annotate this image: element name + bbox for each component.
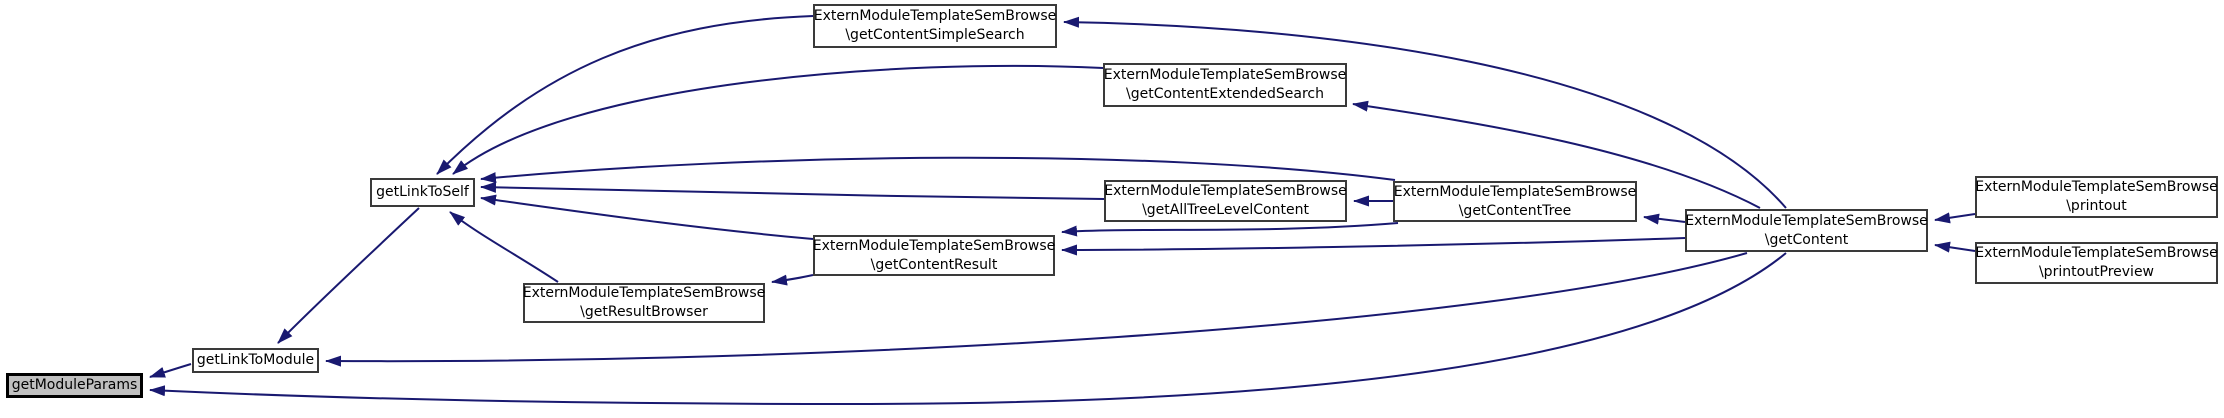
graph-node-label: \getContentSimpleSearch: [845, 27, 1025, 43]
graph-node-getContentResult[interactable]: ExternModuleTemplateSemBrowse \getContent…: [813, 235, 1055, 276]
graph-node-label: \printoutPreview: [2038, 264, 2155, 280]
call-edge-getResultBrowser-to-getLinkToSelf: [449, 211, 559, 283]
call-edge-getContent-to-getContentExtendedSearch: [1352, 100, 1761, 209]
call-edge-getContent-to-getContentResult: [1061, 237, 1686, 256]
call-edge-getContent-to-getContentSimpleSearch: [1063, 16, 1787, 209]
graph-node-label: ExternModuleTemplateSemBrowse: [813, 8, 1057, 24]
call-edge-printout-to-getContent: [1934, 212, 1976, 224]
graph-node-label: \getContentResult: [870, 256, 998, 273]
call-edge-getContentTree-to-getContentResult: [1061, 222, 1399, 237]
graph-node-label: \getContentExtendedSearch: [1126, 86, 1324, 102]
graph-node-label: \printout: [2066, 198, 2127, 214]
call-edge-getContent-to-getLinkToModule: [325, 252, 1748, 367]
graph-node-getContentSimpleSearch[interactable]: ExternModuleTemplateSemBrowse \getContent…: [813, 4, 1057, 48]
graph-node-label: getModuleParams: [11, 377, 138, 393]
graph-node-getAllTreeLevelContent[interactable]: ExternModuleTemplateSemBrowse \getAllTree…: [1104, 180, 1347, 222]
graph-node-getContentExtendedSearch[interactable]: ExternModuleTemplateSemBrowse \getContent…: [1103, 63, 1347, 107]
graph-node-label: ExternModuleTemplateSemBrowse: [812, 237, 1056, 254]
call-edge-getContentTree-to-getLinkToSelf: [480, 156, 1396, 184]
graph-node-label: \getAllTreeLevelContent: [1142, 202, 1309, 218]
call-edge-getContentResult-to-getResultBrowser: [771, 274, 814, 286]
call-edge-getContentResult-to-getLinkToSelf: [480, 194, 814, 240]
call-edge-getContent-to-getContentTree: [1643, 213, 1686, 225]
graph-node-label: ExternModuleTemplateSemBrowse: [1103, 67, 1347, 83]
graph-node-label: \getContentTree: [1458, 202, 1572, 219]
call-edge-getContent-to-getModuleParams: [149, 252, 1787, 406]
call-edge-getLinkToSelf-to-getLinkToModule: [277, 207, 420, 344]
graph-node-getLinkToSelf[interactable]: getLinkToSelf: [370, 178, 475, 207]
graph-node-label: ExternModuleTemplateSemBrowse: [1975, 245, 2218, 261]
graph-node-getModuleParams: getModuleParams: [6, 373, 143, 398]
graph-node-printout[interactable]: ExternModuleTemplateSemBrowse \printout: [1975, 176, 2218, 218]
graph-node-getContentTree[interactable]: ExternModuleTemplateSemBrowse \getContent…: [1393, 181, 1637, 222]
graph-node-label: getLinkToSelf: [376, 184, 469, 200]
call-edge-getAllTreeLevelContent-to-getLinkToSelf: [480, 181, 1105, 200]
graph-node-getContent[interactable]: ExternModuleTemplateSemBrowse \getContent: [1685, 209, 1928, 252]
graph-node-label: ExternModuleTemplateSemBrowse: [1104, 183, 1347, 199]
graph-node-printoutPreview[interactable]: ExternModuleTemplateSemBrowse \printoutPr…: [1975, 242, 2218, 284]
call-edge-getContentSimpleSearch-to-getLinkToSelf: [436, 15, 814, 175]
graph-node-label: ExternModuleTemplateSemBrowse: [1393, 183, 1637, 200]
graph-node-label: ExternModuleTemplateSemBrowse: [1685, 212, 1928, 229]
call-edge-getContentExtendedSearch-to-getLinkToSelf: [452, 64, 1104, 175]
graph-node-label: \getResultBrowser: [580, 304, 708, 320]
call-edge-printoutPreview-to-getContent: [1934, 241, 1976, 253]
call-edge-getLinkToModule-to-getModuleParams: [149, 363, 192, 378]
graph-node-label: getLinkToModule: [196, 352, 315, 368]
graph-node-label: ExternModuleTemplateSemBrowse: [522, 285, 766, 301]
graph-node-label: ExternModuleTemplateSemBrowse: [1975, 179, 2218, 195]
graph-node-getLinkToModule[interactable]: getLinkToModule: [192, 348, 319, 373]
graph-node-getResultBrowser[interactable]: ExternModuleTemplateSemBrowse \getResultB…: [523, 283, 765, 323]
graph-node-label: \getContent: [1764, 231, 1849, 248]
